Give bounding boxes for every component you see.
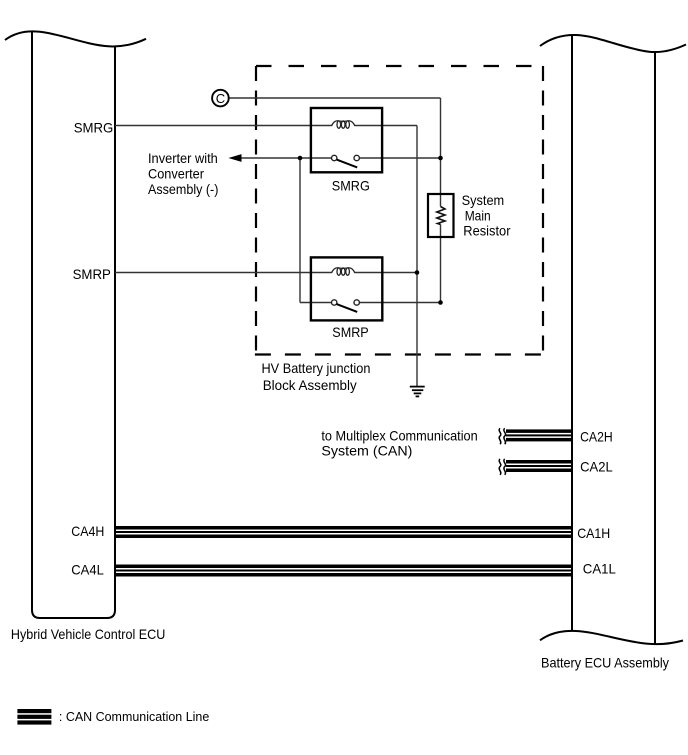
- svg-text:SMRG: SMRG: [332, 177, 370, 193]
- svg-text:Battery ECU Assembly: Battery ECU Assembly: [541, 655, 669, 671]
- svg-text:: CAN Communication Line: : CAN Communication Line: [59, 709, 209, 724]
- svg-text:CA4L: CA4L: [71, 562, 104, 578]
- svg-text:Converter: Converter: [148, 166, 204, 182]
- svg-text:SMRP: SMRP: [332, 324, 368, 340]
- svg-text:Assembly (-): Assembly (-): [148, 181, 218, 197]
- svg-text:C: C: [216, 91, 225, 106]
- svg-text:SMRP: SMRP: [73, 266, 111, 282]
- svg-text:CA1H: CA1H: [577, 525, 610, 541]
- svg-text:CA1L: CA1L: [583, 560, 616, 576]
- svg-text:CA2L: CA2L: [580, 459, 613, 475]
- svg-text:Block Assembly: Block Assembly: [263, 377, 357, 393]
- svg-text:HV Battery junction: HV Battery junction: [262, 360, 371, 376]
- svg-text:to Multiplex Communication: to Multiplex Communication: [321, 427, 477, 443]
- svg-text:Resistor: Resistor: [463, 223, 510, 239]
- svg-text:System (CAN): System (CAN): [321, 443, 412, 459]
- svg-text:Main: Main: [465, 207, 491, 223]
- svg-text:Hybrid Vehicle Control ECU: Hybrid Vehicle Control ECU: [11, 626, 165, 642]
- svg-text:Inverter with: Inverter with: [148, 150, 218, 166]
- svg-text:System: System: [462, 192, 505, 208]
- svg-text:SMRG: SMRG: [74, 119, 114, 135]
- svg-text:CA4H: CA4H: [71, 523, 104, 539]
- svg-text:CA2H: CA2H: [580, 429, 613, 445]
